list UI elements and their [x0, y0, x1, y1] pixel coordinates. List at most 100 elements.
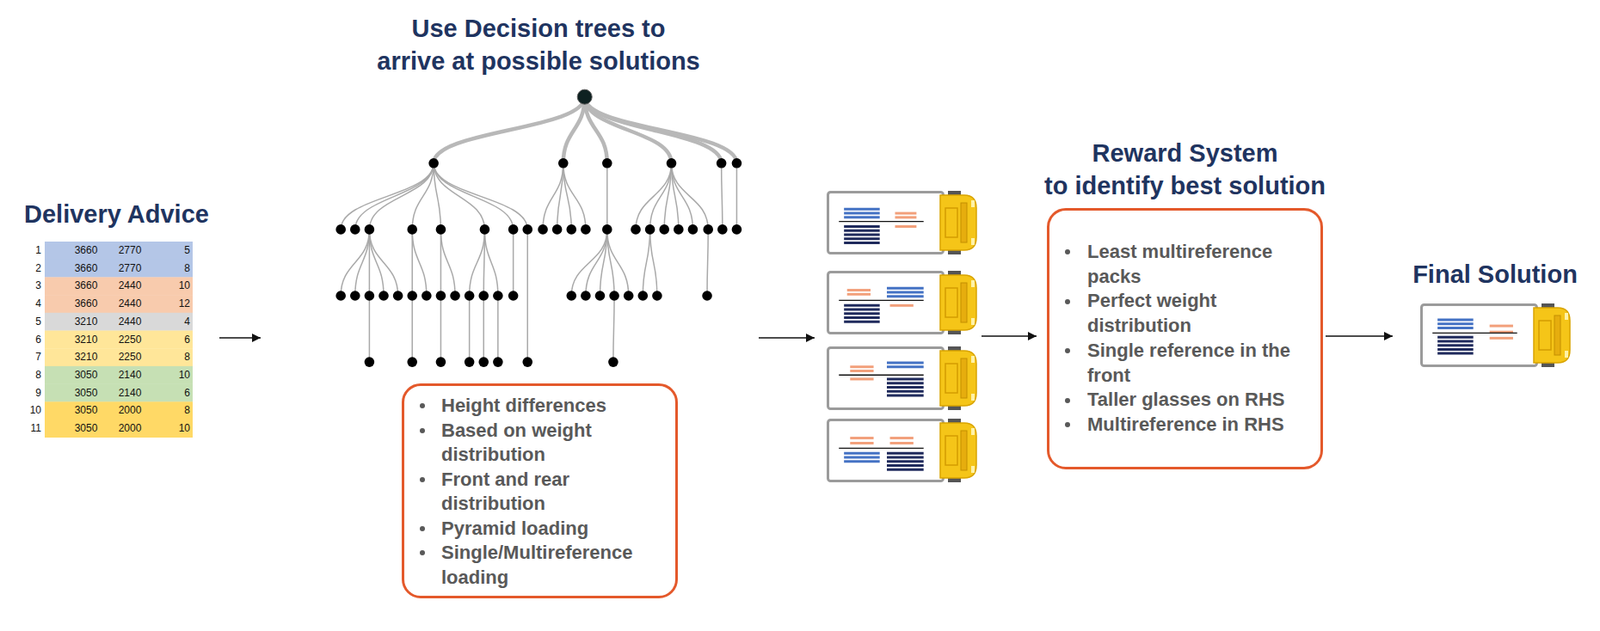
truck-cab — [940, 423, 977, 479]
text-line: Pyramid loading — [441, 516, 589, 542]
tree-node-dot — [406, 290, 418, 302]
tree-branch — [412, 229, 427, 296]
tree-branch — [512, 229, 515, 296]
tree-node-dot — [508, 224, 519, 235]
glass-stack-line — [838, 448, 924, 450]
truck-light — [971, 428, 975, 436]
glass-stack-line — [886, 381, 924, 385]
truck-window — [960, 358, 967, 399]
glass-stack-line — [843, 212, 880, 216]
tree-node-dot — [602, 158, 613, 169]
tree-node-dot — [478, 290, 489, 302]
decision-tree — [335, 89, 742, 368]
bullet-item: Based on weight distribution — [404, 418, 676, 468]
tree-branch — [584, 97, 738, 164]
glass-stack-line — [843, 316, 880, 320]
row-number: 3 — [22, 276, 42, 296]
tree-node-dot — [406, 356, 418, 368]
table-cell: 2440 — [104, 295, 156, 314]
glass-stack-line — [886, 393, 924, 397]
glass-stack-line — [843, 320, 880, 324]
truck-panel — [945, 208, 958, 238]
table-cell: 3050 — [60, 384, 112, 403]
tree-branch — [412, 163, 434, 230]
table-row-band — [44, 348, 193, 367]
truck-light — [1564, 313, 1569, 320]
glass-stack-line — [890, 304, 914, 308]
glass-stack-line — [1437, 318, 1474, 321]
glass-stack-line — [843, 233, 880, 237]
row-number: 7 — [22, 348, 42, 367]
text-line: Height differences — [441, 393, 607, 419]
table-row-band — [44, 366, 193, 385]
tree-node-dot — [688, 224, 699, 235]
text-line: distribution — [1087, 313, 1192, 339]
table-cell: 2250 — [104, 331, 156, 350]
tree-branch — [411, 295, 413, 363]
glass-stack-line — [838, 375, 924, 376]
tree-branch — [433, 163, 514, 230]
tree-branch — [440, 229, 456, 296]
tree-branch — [613, 295, 615, 363]
table-cell: 2440 — [104, 276, 156, 296]
stage-heading: Delivery Advice — [22, 197, 217, 231]
table-bands — [44, 241, 193, 438]
tree-branch — [440, 295, 443, 363]
bullet-dot — [1064, 422, 1071, 428]
tree-branch — [355, 163, 434, 230]
table-cell: 2000 — [104, 401, 156, 420]
truck-light — [971, 238, 975, 246]
flow-arrow — [981, 335, 1037, 338]
truck-cab — [1533, 307, 1570, 364]
truck-panel — [945, 363, 958, 394]
tree-node-dot — [350, 224, 361, 235]
tree-branch — [642, 229, 650, 296]
glass-stack-line — [1437, 344, 1474, 347]
table-row-band — [44, 401, 193, 420]
stage-heading: Use Decision trees to arrive at possible… — [263, 12, 814, 78]
tree-node-dot — [480, 224, 491, 235]
tree-node-dot — [492, 290, 504, 302]
tree-node-dot — [638, 290, 649, 302]
glass-stack-line — [849, 442, 874, 445]
text-line: Multireference in RHS — [1087, 412, 1285, 438]
table-cell: 10 — [160, 366, 191, 385]
tree-node-dot — [609, 290, 620, 302]
table-cell: 6 — [160, 384, 191, 403]
table-cell: 3660 — [60, 276, 112, 296]
tree-branch — [433, 163, 528, 230]
tree-branch — [607, 229, 629, 296]
flow-arrow — [758, 337, 815, 339]
truck-window — [1554, 315, 1561, 356]
tree-branch — [542, 163, 564, 230]
bullet-item: Single/Multireference loading — [404, 541, 676, 591]
bullet-dot — [419, 428, 425, 434]
glass-stack-line — [843, 225, 880, 228]
tree-node-dot — [732, 224, 743, 235]
table-cell: 3660 — [60, 295, 112, 314]
text-line: Least multireference — [1087, 240, 1273, 265]
glass-stack-line — [838, 221, 924, 222]
table-cell: 3050 — [60, 419, 112, 438]
row-number: 9 — [22, 384, 42, 403]
bullet-dot — [1064, 398, 1071, 404]
tree-branch — [369, 295, 371, 363]
table-cell: 3660 — [60, 259, 112, 278]
bullet-dot — [419, 477, 425, 483]
table-cell: 6 — [160, 331, 191, 350]
truck-light — [971, 393, 975, 401]
tree-branch — [340, 229, 370, 296]
truck-light — [971, 318, 975, 326]
tree-node-dot — [666, 158, 677, 169]
glass-stack-line — [843, 208, 880, 211]
glass-stack-line — [894, 212, 917, 216]
table-row-band — [44, 241, 193, 260]
criteria-box: Height differencesBased on weight distri… — [401, 383, 678, 599]
table-row-band — [44, 259, 193, 278]
bullet-item: Taller glasses on RHS — [1049, 387, 1321, 413]
glass-stack-line — [1489, 337, 1514, 340]
glass-stack-line — [886, 464, 924, 468]
tree-node-dot — [702, 224, 714, 235]
text-line: Single reference in the — [1087, 338, 1291, 364]
